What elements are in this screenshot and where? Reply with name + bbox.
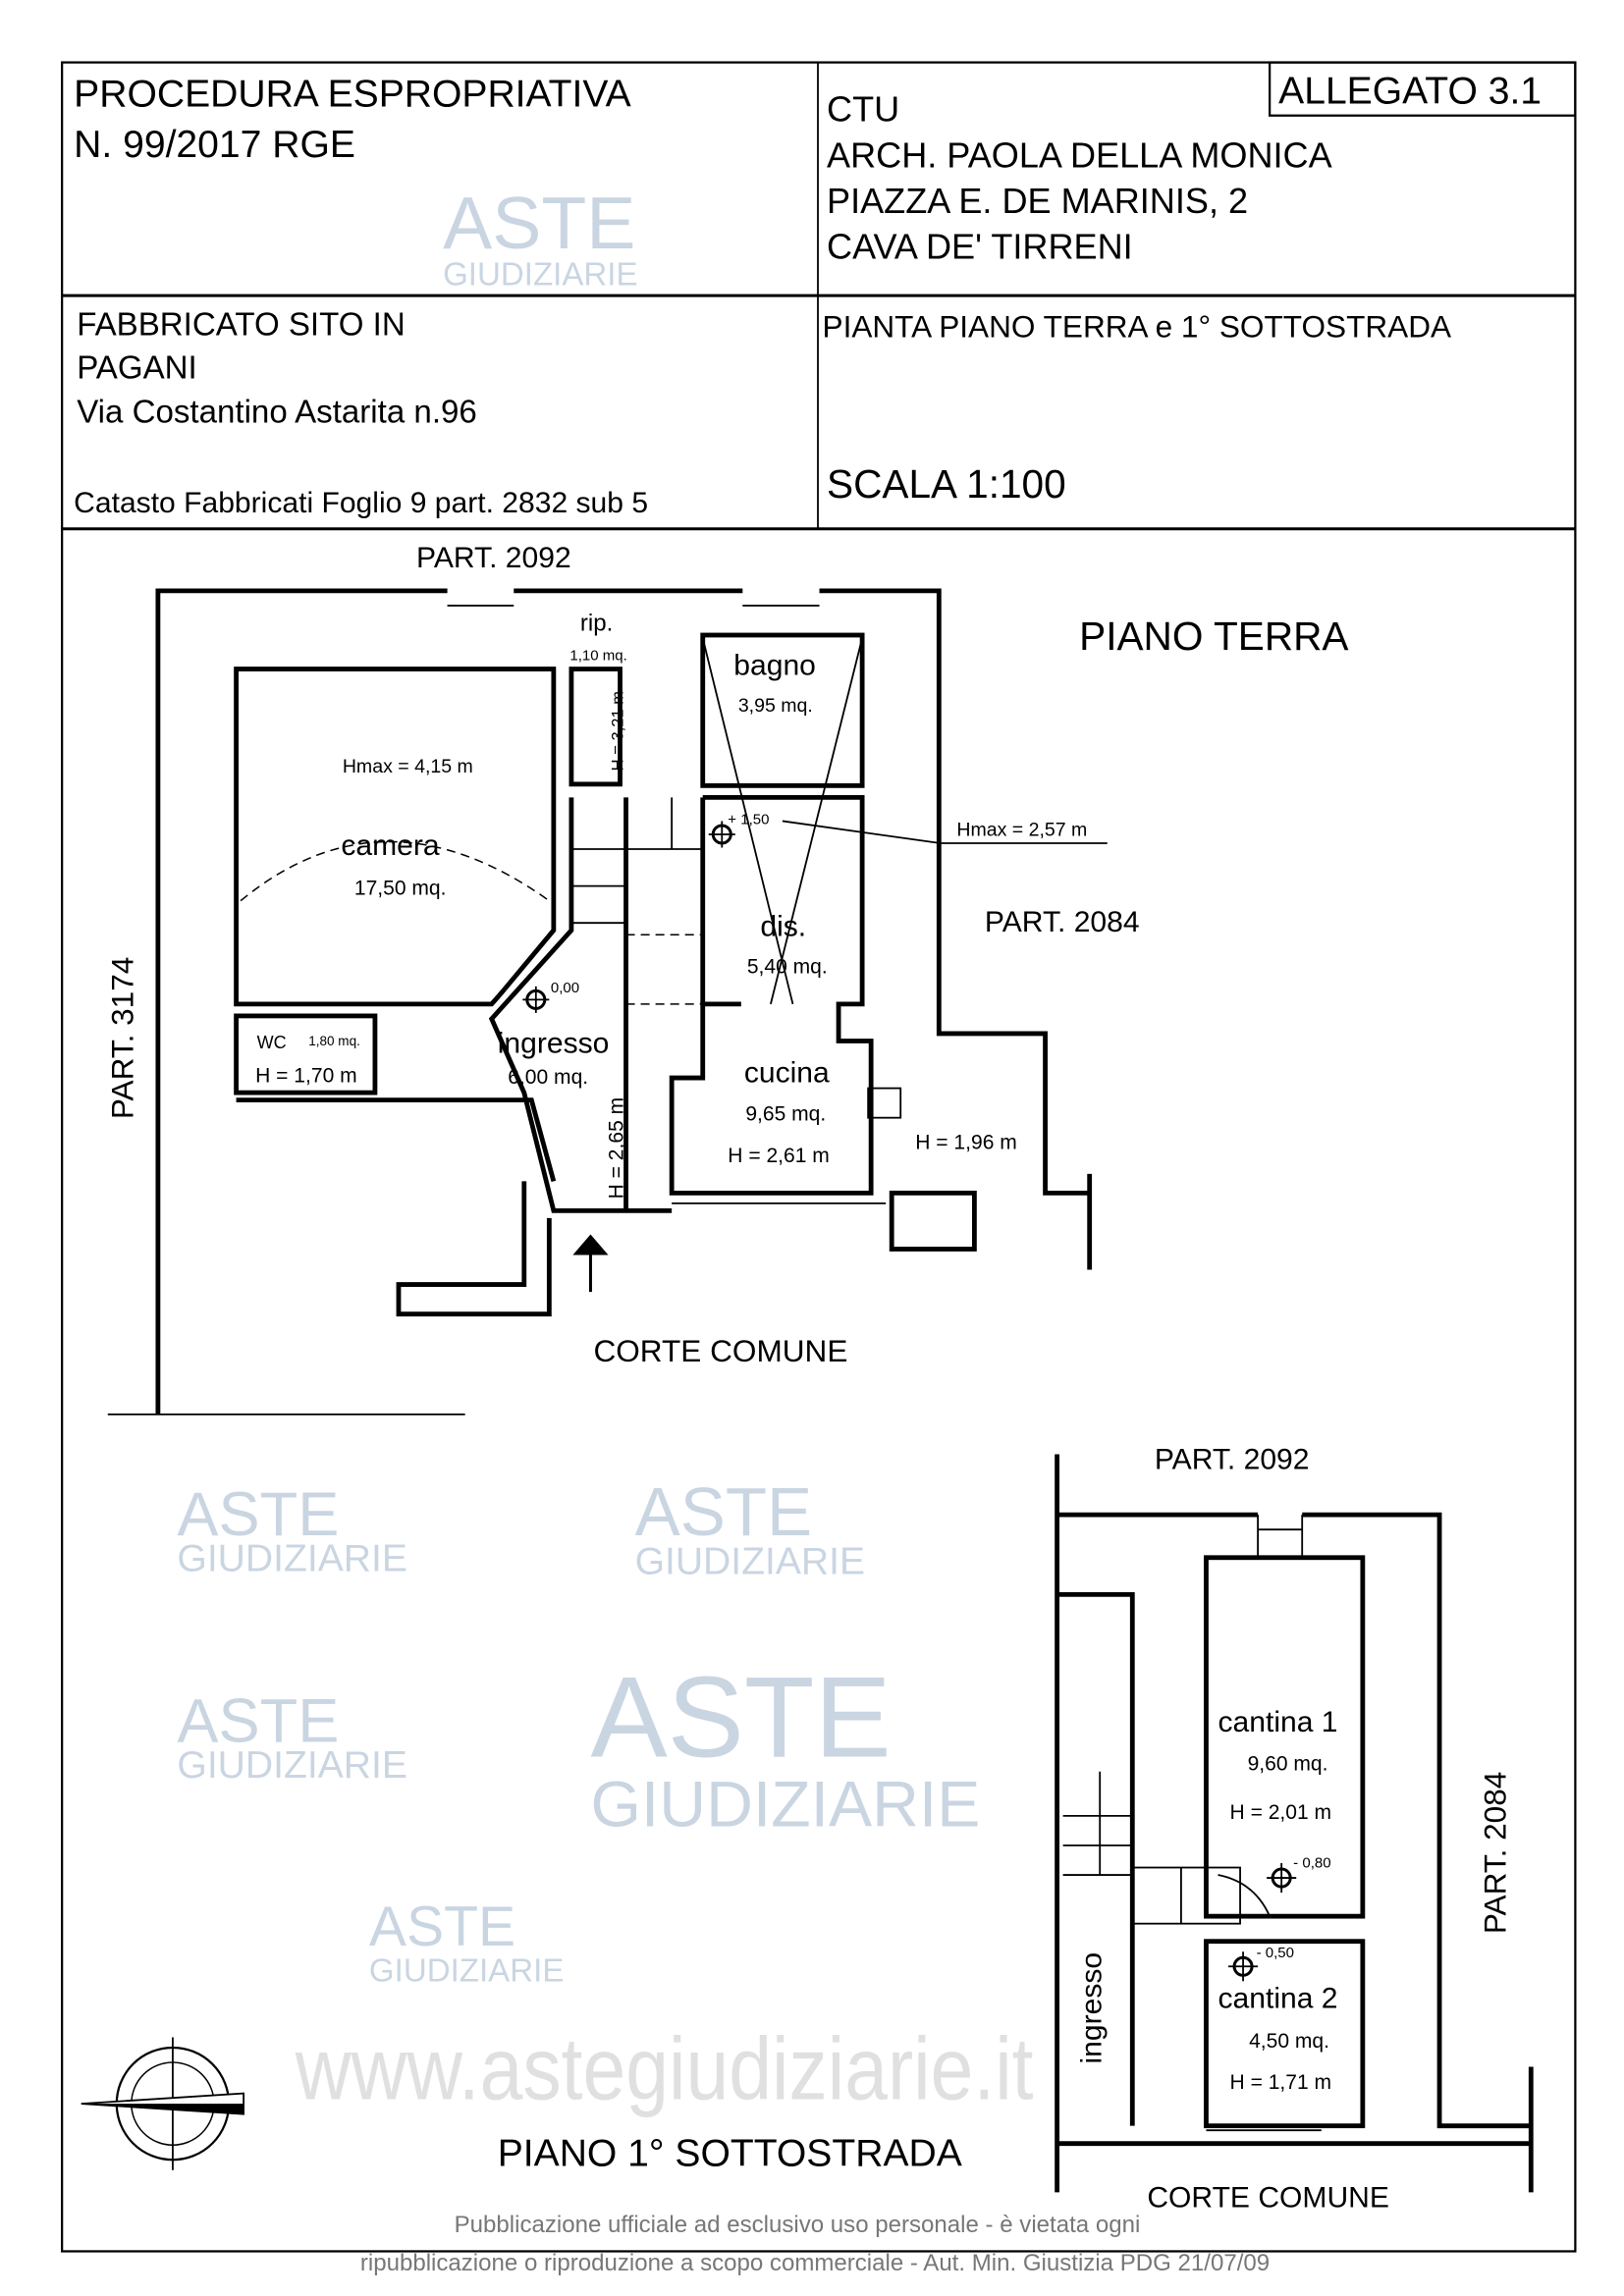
room-name: camera <box>341 829 440 862</box>
ground-floor-plan: PART. 2092 PIANO TERRA PART. 3174 PART. … <box>104 542 1349 1415</box>
parcel-label-left: PART. 3174 <box>104 957 139 1120</box>
room-name: ingresso <box>1076 1952 1109 2064</box>
room-name: ingresso <box>498 1028 610 1060</box>
basement-plan: PART. 2092 cantina 1 9,60 mq. H = 2,01 m… <box>498 1444 1534 2214</box>
level-marker-icon <box>1267 1863 1297 1894</box>
scale-label: SCALA 1:100 <box>827 461 1066 507</box>
room-height: H = 3,21 m <box>609 691 627 771</box>
floor-title: PIANO 1° SOTTOSTRADA <box>498 2132 962 2174</box>
procedure-title: PROCEDURA ESPROPRIATIVA <box>74 74 630 116</box>
parcel-label-right: PART. 2084 <box>1478 1772 1513 1935</box>
room-area: 4,50 mq. <box>1249 2030 1329 2053</box>
parcel-label-right: PART. 2084 <box>985 906 1140 938</box>
parcel-label-top: PART. 2092 <box>416 542 571 574</box>
ctu-address: PIAZZA E. DE MARINIS, 2 <box>827 181 1248 221</box>
room-name: rip. <box>580 610 613 636</box>
level-value: - 0,50 <box>1257 1945 1294 1961</box>
watermark-text: ASTE <box>443 182 635 264</box>
building-city: PAGANI <box>77 349 197 386</box>
room-area: 5,40 mq. <box>747 955 828 978</box>
room-height: H = 2,01 m <box>1230 1801 1332 1824</box>
level-marker-icon <box>522 986 550 1013</box>
attachment-label: ALLEGATO 3.1 <box>1278 71 1542 113</box>
courtyard-label: CORTE COMUNE <box>593 1333 847 1368</box>
watermark-text: GIUDIZIARIE <box>635 1540 866 1582</box>
watermark-aste: ASTE GIUDIZIARIE ASTE GIUDIZIARIE ASTE G… <box>177 182 1033 2119</box>
drawing-title: PIANTA PIANO TERRA e 1° SOTTOSTRADA <box>823 308 1452 344</box>
watermark-text: GIUDIZIARIE <box>369 1952 565 1989</box>
north-compass-icon <box>81 2037 245 2170</box>
building-label: FABBRICATO SITO IN <box>77 307 406 344</box>
entrance-arrow-icon <box>572 1234 609 1293</box>
room-height: H = 2,61 m <box>728 1145 830 1167</box>
room-height: H = 2,65 m <box>606 1097 628 1200</box>
room-name: bagno <box>733 650 816 682</box>
room-height: H = 1,96 m <box>915 1131 1017 1153</box>
footer-notice-line1: Pubblicazione ufficiale ad esclusivo uso… <box>455 2212 1141 2238</box>
room-height: H = 1,71 m <box>1230 2071 1332 2094</box>
watermark-text: GIUDIZIARIE <box>590 1768 980 1841</box>
watermark-text: ASTE <box>177 1687 339 1756</box>
courtyard-label: CORTE COMUNE <box>1147 2181 1389 2214</box>
ctu-name: ARCH. PAOLA DELLA MONICA <box>827 134 1332 175</box>
room-area: 1,10 mq. <box>569 648 626 665</box>
room-area: 3,95 mq. <box>738 695 813 717</box>
room-area: 9,60 mq. <box>1248 1752 1328 1775</box>
watermark-text: GIUDIZIARIE <box>443 257 638 294</box>
level-marker-icon <box>1228 1951 1259 1982</box>
floor-title: PIANO TERRA <box>1079 614 1348 659</box>
ctu-label: CTU <box>827 89 899 130</box>
room-name: cantina 2 <box>1218 1982 1338 2014</box>
room-name: cucina <box>744 1057 830 1090</box>
watermark-text: ASTE <box>177 1480 339 1549</box>
watermark-text: GIUDIZIARIE <box>177 1744 407 1787</box>
room-height: Hmax = 4,15 m <box>343 756 473 777</box>
watermark-text: ASTE <box>369 1896 515 1958</box>
title-block: PROCEDURA ESPROPRIATIVA N. 99/2017 RGE A… <box>61 61 1577 2253</box>
cadastre-reference: Catasto Fabbricati Foglio 9 part. 2832 s… <box>74 487 648 519</box>
level-value: - 0,80 <box>1293 1855 1330 1872</box>
level-value: + 1,50 <box>728 811 769 828</box>
ctu-city: CAVA DE' TIRRENI <box>827 227 1133 267</box>
room-area: 9,65 mq. <box>745 1103 826 1126</box>
room-name: cantina 1 <box>1218 1706 1338 1738</box>
room-area: 6,00 mq. <box>508 1066 588 1089</box>
parcel-label-top: PART. 2092 <box>1155 1444 1310 1476</box>
watermark-text: GIUDIZIARIE <box>177 1537 407 1579</box>
footer-notice-line2: ripubblicazione o riproduzione a scopo c… <box>360 2250 1270 2276</box>
room-name: dis. <box>760 911 806 943</box>
room-name: WC <box>257 1033 287 1052</box>
procedure-number: N. 99/2017 RGE <box>74 124 355 166</box>
room-area: 1,80 mq. <box>308 1034 360 1048</box>
room-height: H = 1,70 m <box>255 1065 357 1088</box>
room-area: 17,50 mq. <box>354 878 447 900</box>
level-marker-icon <box>708 821 735 848</box>
level-value: 0,00 <box>551 980 579 996</box>
watermark-text: ASTE <box>635 1473 813 1550</box>
watermark-url: www.astegiudiziarie.it <box>295 2020 1034 2119</box>
room-height: Hmax = 2,57 m <box>956 819 1087 840</box>
building-address: Via Costantino Astarita n.96 <box>77 394 477 430</box>
watermark-text: ASTE <box>590 1653 891 1782</box>
